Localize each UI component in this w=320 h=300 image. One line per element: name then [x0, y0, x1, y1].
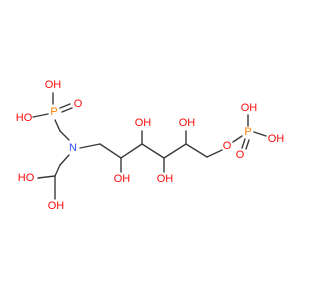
bond-c4-c5 — [163, 143, 187, 159]
bond-p2-o-double-b — [245, 139, 250, 150]
atom-label-oh-p2-right: OH — [268, 133, 285, 145]
bond-n-c1 — [79, 143, 101, 149]
bond-p1-o-double-b — [61, 107, 73, 113]
atom-label-ho-gem-1: HO — [18, 172, 35, 184]
bond-c2-c3 — [120, 143, 143, 159]
atom-label-o-link: O — [223, 140, 232, 152]
atom-label-oh-p2-top: OH — [241, 102, 258, 114]
bond-ch2-ch — [54, 164, 61, 177]
bond-o-p2 — [232, 135, 243, 143]
atom-labels: OH HO P O N HO OH OH OH OH OH O P OH OH … — [16, 79, 285, 212]
bond-ch2-n — [59, 130, 70, 141]
bond-p1-ch2 — [54, 119, 61, 132]
bond-p2-oh-right — [253, 131, 267, 137]
atom-label-n: N — [69, 142, 77, 154]
bond-c1-c2 — [99, 143, 122, 159]
bond-p2-o-double-a — [241, 138, 246, 149]
bond-p1-o-double-a — [59, 103, 71, 109]
atom-label-oh-c3: OH — [135, 117, 152, 129]
bond-c3-c4 — [141, 143, 165, 159]
bond-c5-c6 — [185, 143, 208, 158]
atom-label-p2: P — [244, 126, 251, 138]
atom-label-o-p2-double: O — [236, 149, 245, 161]
bonds — [32, 92, 267, 200]
atom-label-o-p1-double: O — [74, 98, 83, 110]
bond-p1-ho-left — [32, 113, 49, 118]
atom-label-oh-c5: OH — [179, 117, 196, 129]
bond-c6-o — [206, 149, 223, 158]
atom-label-oh-c4: OH — [157, 173, 174, 185]
atom-label-p1: P — [50, 106, 57, 118]
atom-label-oh-p1-top: OH — [45, 79, 62, 91]
molecule-structure: OH HO P O N HO OH OH OH OH OH O P OH OH … — [16, 79, 285, 212]
atom-label-oh-c2: OH — [114, 173, 131, 185]
bond-n-ch2 — [59, 154, 70, 166]
atom-label-oh-gem-2: OH — [48, 200, 65, 212]
bond-ch-oh-left — [37, 175, 56, 179]
atom-label-ho-p1-left: HO — [16, 112, 33, 124]
